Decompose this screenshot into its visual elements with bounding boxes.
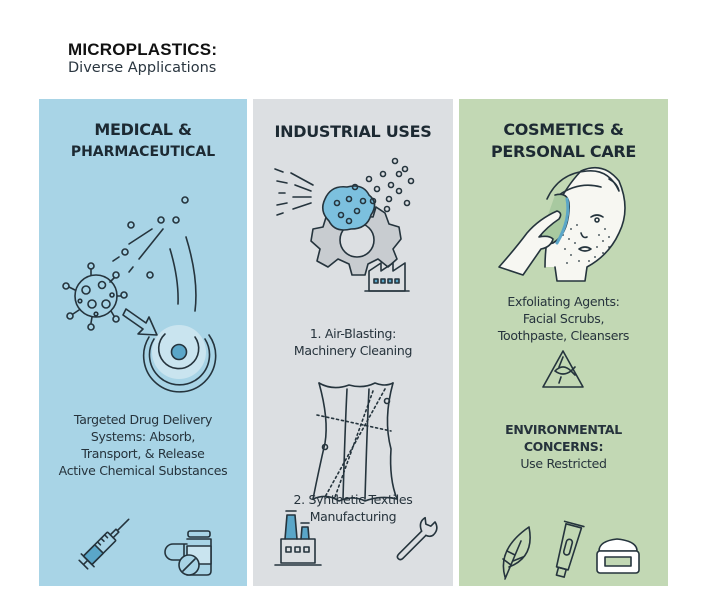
medical-title-line2: PHARMACEUTICAL [70,144,216,160]
industrial-item1-line: 1. Air-Blasting: [309,326,397,341]
industrial-title: INDUSTRIAL USES [274,122,432,141]
industrial-item2-line: Manufacturing [309,509,397,524]
warning-line: CONCERNS: [523,439,604,454]
panel-cosmetics: COSMETICS & PERSONAL CARE [459,99,668,586]
cosmetics-title: COSMETICS & PERSONAL CARE [459,119,668,163]
cosmetics-title-line1: COSMETICS & [503,120,624,139]
drug-delivery-illustration [62,196,217,576]
cosmetics-desc-line: Exfoliating Agents: [507,294,620,309]
industrial-illustration [274,157,438,566]
industrial-item1-line: Machinery Cleaning [293,343,413,358]
medical-desc-line: Systems: Absorb, [90,429,196,444]
warning-subtext: Use Restricted [520,456,607,471]
environmental-warning: ENVIRONMENTAL CONCERNS: [459,421,668,455]
industrial-item1: 1. Air-Blasting: Machinery Cleaning [253,325,453,359]
cosmetics-desc-line: Toothpaste, Cleansers [497,328,630,343]
industrial-item2-line: 2. Synthetic Textiles [293,492,413,507]
medical-title-line1: MEDICAL & [94,120,192,139]
industrial-item2: 2. Synthetic Textiles Manufacturing [253,491,453,525]
medical-desc-line: Active Chemical Substances [58,463,228,478]
cosmetics-illustration [498,166,640,580]
cosmetics-desc-line: Facial Scrubs, [522,311,605,326]
cosmetics-title-line2: PERSONAL CARE [490,142,637,161]
page-title: MICROPLASTICS: [68,40,218,59]
medical-desc-line: Targeted Drug Delivery [73,412,213,427]
header: MICROPLASTICS: Diverse Applications [68,40,217,77]
medical-desc-line: Transport, & Release [81,446,205,461]
medical-title: MEDICAL & PHARMACEUTICAL [39,119,247,163]
warning-line: ENVIRONMENTAL [505,422,622,437]
medical-description: Targeted Drug Delivery Systems: Absorb, … [39,411,247,479]
cosmetics-description: Exfoliating Agents: Facial Scrubs, Tooth… [459,293,668,344]
panel-industrial: INDUSTRIAL USES [253,99,453,586]
panel-medical: MEDICAL & PHARMACEUTICAL [39,99,247,586]
page-subtitle: Diverse Applications [68,60,217,76]
